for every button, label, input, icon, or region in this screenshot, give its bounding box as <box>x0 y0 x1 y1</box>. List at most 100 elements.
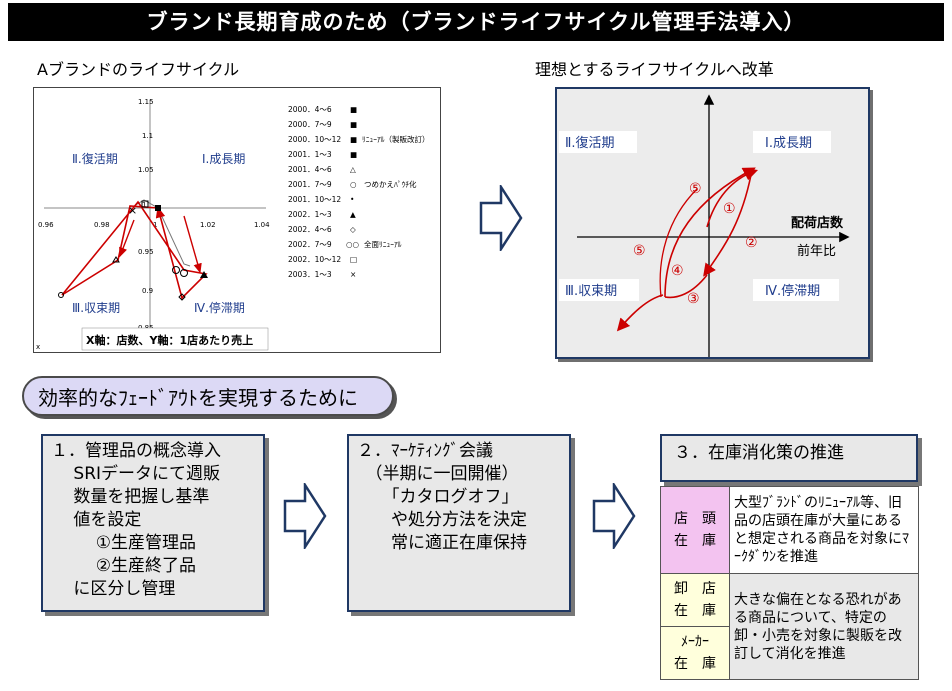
legend-period: 2003．1～3 <box>288 270 332 279</box>
legend-period: 2001．7～9 <box>288 180 332 189</box>
brand-lifecycle-svg: 1.15 1.1 1.05 1 0.95 0.9 0.85 0.96 0.98 … <box>36 98 430 351</box>
quadrant-box <box>753 131 831 153</box>
box1-line: １．管理品の概念導入 <box>51 441 221 461</box>
axis-label-stores: 配荷店数 <box>791 215 844 231</box>
legend-marker: ■ <box>350 105 357 114</box>
legend-marker: △ <box>350 165 356 174</box>
ideal-lifecycle-chart: Ⅱ.復活期 Ⅰ.成長期 Ⅲ.収束期 Ⅳ.停滞期 配荷店数 前年比 ① ② ③ ④… <box>555 87 870 359</box>
quadrant-label-stagnation: Ⅳ.停滞期 <box>765 283 820 299</box>
legend-note: 全面ﾘﾆｭｰｱﾙ <box>364 239 402 249</box>
axis-note-box <box>81 327 269 351</box>
step-label-1: ① <box>723 201 736 217</box>
lifecycle-path <box>61 200 208 300</box>
lifecycle-arrow <box>119 219 135 258</box>
stock-category-line: 在 庫 <box>674 533 716 549</box>
y-tick: 1.1 <box>142 132 153 140</box>
page-title: ブランド長期育成のため（ブランドライフサイクル管理手法導入） <box>8 3 944 41</box>
legend-period: 2000．10～12 <box>288 135 341 144</box>
quadrant-box <box>559 131 637 153</box>
legend-marker: × <box>350 270 356 279</box>
quadrant-label-convergence: Ⅲ.収束期 <box>72 301 120 315</box>
quadrant-label-convergence: Ⅲ.収束期 <box>565 284 617 299</box>
curve-step-5b <box>659 188 698 298</box>
legend-marker: ■ <box>350 150 357 159</box>
stock-category-line: ﾒｰｶｰ <box>681 634 709 650</box>
ideal-lifecycle-svg: Ⅱ.復活期 Ⅰ.成長期 Ⅲ.収束期 Ⅳ.停滞期 配荷店数 前年比 ① ② ③ ④… <box>559 94 850 357</box>
legend-period: 2002．1～3 <box>288 210 332 219</box>
legend-period: 2001．1～3 <box>288 150 332 159</box>
box1-line: SRIデータにて週販 <box>51 464 221 484</box>
table-row: 卸 店 在 庫 大きな偏在となる恐れがある商品について、特定の卸・小売を対象に製… <box>660 573 919 680</box>
curve-step-4 <box>664 167 756 298</box>
axis-note: X軸：店数、Y軸：1店あたり売上 <box>86 333 253 347</box>
quadrant-box <box>753 279 839 301</box>
curve-step-1 <box>706 168 759 228</box>
x-tick: 0.98 <box>94 221 110 229</box>
legend-note: つめかえﾊﾟｳﾁ化 <box>364 179 417 189</box>
x-tick: 0.96 <box>38 221 54 229</box>
quadrant-label-growth: Ⅰ.成長期 <box>202 152 245 166</box>
legend-marker: ▲ <box>350 210 356 219</box>
right-arrow-icon <box>479 182 523 255</box>
stock-category-line: 卸 店 <box>674 581 716 597</box>
y-tick: 0.95 <box>138 248 154 256</box>
step-label-2: ② <box>745 235 758 251</box>
marker-square-filled <box>155 205 161 211</box>
legend-period: 2002．4～6 <box>288 225 332 234</box>
marker-triangle-open <box>112 256 120 263</box>
legend: 2000．4～6 ■ 2000．7～9 ■ 2000．10～12 ■ ﾘﾆｭｰｱ… <box>288 105 430 279</box>
box2-line: 「カタログオフ」 <box>357 487 519 507</box>
marker-circle <box>180 269 188 277</box>
legend-marker: ○ <box>350 180 357 189</box>
stock-desc: 大きな偏在となる恐れがある商品について、特定の卸・小売を対象に製販を改訂して消化… <box>729 573 919 680</box>
quadrant-label-revival: Ⅱ.復活期 <box>72 151 118 166</box>
section-pill: 効率的なﾌｪｰﾄﾞｱｳﾄを実現するために <box>22 376 394 416</box>
marker-triangle-filled <box>200 271 208 278</box>
y-tick: 0.9 <box>142 287 153 295</box>
y-tick: 1.15 <box>138 98 154 106</box>
right-arrow-icon <box>592 480 636 553</box>
legend-period: 2002．7～9 <box>288 240 332 249</box>
marker-circle <box>172 266 180 274</box>
table-row: 店 頭 在 庫 大型ﾌﾞﾗﾝﾄﾞのﾘﾆｭｰｱﾙ等、旧品の店頭在庫が大量にあると想… <box>660 486 919 574</box>
box2-line: や処分方法を決定 <box>357 510 527 530</box>
step-label-5a: ⑤ <box>689 181 702 197</box>
box-stock-reduction-title: ３．在庫消化策の推進 <box>660 434 918 482</box>
box1-line: 値を設定 <box>51 510 142 530</box>
left-chart-caption: Aブランドのライフサイクル <box>37 60 240 79</box>
legend-period: 2002．10～12 <box>288 255 341 264</box>
marker-square-open <box>141 200 149 208</box>
box1-line: ①生産管理品 <box>51 533 197 553</box>
legend-period: 2001．4～6 <box>288 165 332 174</box>
box3-title: ３．在庫消化策の推進 <box>674 443 844 463</box>
stock-category-line: 店 頭 <box>674 511 716 527</box>
stock-desc: 大型ﾌﾞﾗﾝﾄﾞのﾘﾆｭｰｱﾙ等、旧品の店頭在庫が大量にあると想定される商品を対… <box>729 486 919 574</box>
x-tick: 1 <box>153 221 157 229</box>
legend-marker: • <box>350 195 354 204</box>
stock-category-line: 在 庫 <box>674 656 716 672</box>
marker-circle-small <box>58 292 64 298</box>
step-label-4: ④ <box>671 263 684 279</box>
legend-marker: ■ <box>350 135 357 144</box>
legend-note: ﾘﾆｭｰｱﾙ（製販改訂） <box>362 134 430 144</box>
quadrant-label-growth: Ⅰ.成長期 <box>765 136 812 151</box>
axis-label-yoy: 前年比 <box>797 243 836 259</box>
y-tick: 1 <box>142 201 146 209</box>
curve-step-2 <box>703 174 752 277</box>
marker-diamond <box>178 293 186 301</box>
legend-period: 2001．10～12 <box>288 195 341 204</box>
legend-marker: ◇ <box>350 225 356 234</box>
box1-line: ②生産終了品 <box>51 556 197 576</box>
legend-marker: ■ <box>350 120 357 129</box>
legend-marker: □ <box>350 255 357 264</box>
x-tick: 1.04 <box>254 221 270 229</box>
table-row: ﾒｰｶｰ 在 庫 <box>660 626 919 680</box>
legend-marker: ○○ <box>346 240 359 249</box>
box2-line: （半期に一回開催） <box>357 464 519 484</box>
quadrant-label-stagnation: Ⅳ.停滞期 <box>194 300 245 315</box>
legend-period: 2000．4～6 <box>288 105 332 114</box>
legend-period: 2000．7～9 <box>288 120 332 129</box>
step-label-5b: ⑤ <box>633 243 646 259</box>
box1-line: に区分し管理 <box>51 579 176 599</box>
curve-step-3 <box>664 274 708 299</box>
